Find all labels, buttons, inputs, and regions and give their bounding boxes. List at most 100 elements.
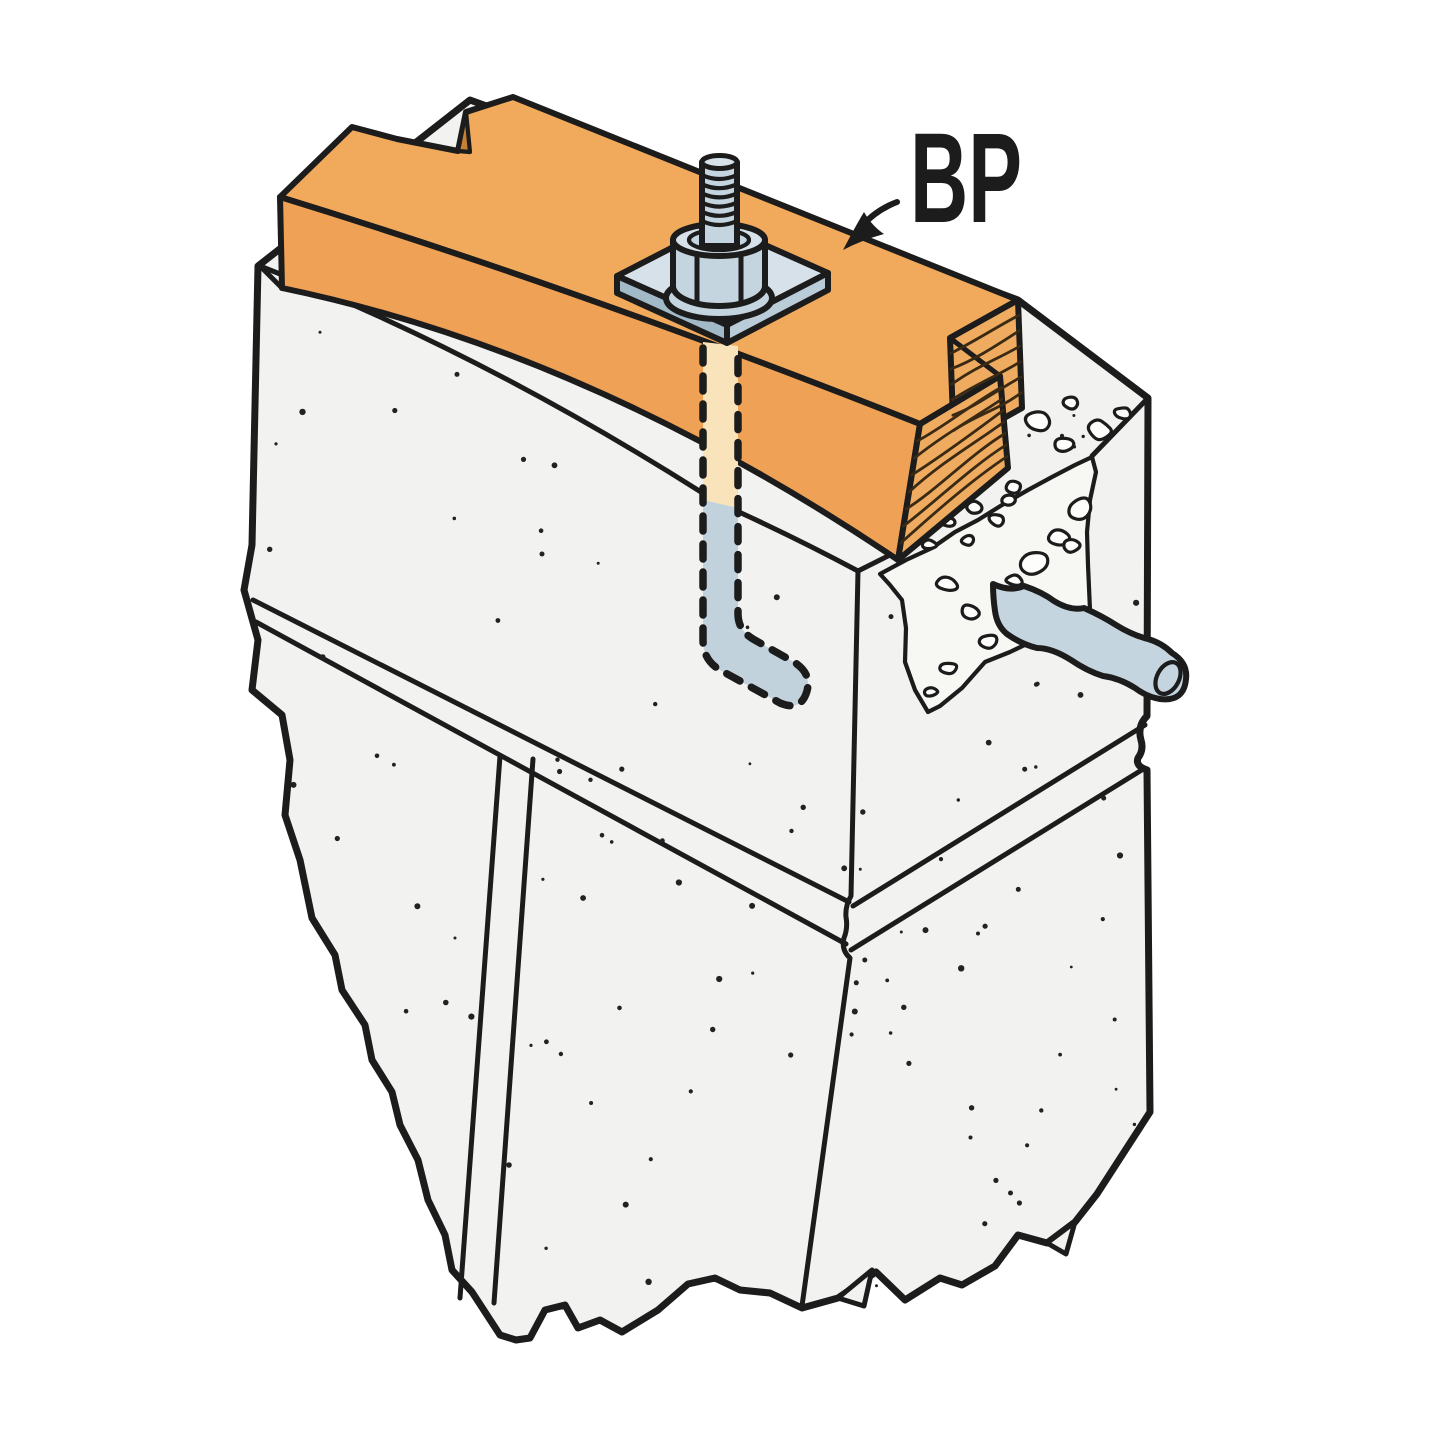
speckle-dot (551, 462, 558, 469)
speckle-dot (599, 832, 605, 838)
speckle-dot (392, 762, 396, 767)
thread-line (699, 172, 740, 182)
speckle-dot (555, 757, 560, 762)
speckle-dot (968, 1135, 973, 1140)
sill-break-sliver (455, 109, 473, 155)
sill-end-grain-lower (895, 373, 1011, 563)
speckle-dot (1132, 1122, 1137, 1127)
speckle-dot (1016, 1200, 1023, 1206)
panel-groove (457, 753, 536, 1306)
speckle-dot (1022, 766, 1028, 772)
speckle-dot (888, 1031, 893, 1035)
speckle-dot (710, 1026, 716, 1033)
band-lower-left (253, 619, 849, 947)
embedded-j-bolt (703, 500, 808, 706)
speckle-dot (520, 456, 527, 462)
speckle-dot (982, 1221, 988, 1227)
speckle-dot (544, 1246, 548, 1251)
speckle-dot (956, 798, 960, 802)
speckle-dot (888, 614, 894, 620)
speckle-dot (1072, 414, 1076, 417)
speckle-dot (858, 867, 862, 871)
speckle-dot (1112, 1017, 1117, 1022)
aggregate-stone (959, 533, 976, 547)
aggregate-stone (1053, 436, 1076, 453)
bp-callout: BP (843, 107, 1022, 250)
speckle-dot (557, 768, 563, 775)
j-bolt-dashed-outline (699, 344, 812, 710)
speckle-dot (849, 1032, 854, 1037)
wall-corner-sliver-edge (257, 263, 285, 291)
speckle-dot (609, 840, 614, 844)
speckle-dot (645, 1278, 652, 1286)
speckle-dot (688, 1089, 693, 1094)
grain-line (915, 386, 1003, 443)
speckle-dot (274, 442, 278, 446)
speckle-dot (906, 1060, 912, 1066)
speckle-dot (1033, 682, 1039, 687)
grain-line (949, 314, 1020, 355)
speckle-dot (862, 957, 868, 963)
speckle-dot (622, 1201, 629, 1208)
thread-line (699, 209, 740, 218)
aggregate-stone (1004, 573, 1024, 587)
speckle-dot (452, 516, 457, 521)
speckle-dot (414, 903, 421, 910)
wall-corner-arris (799, 568, 861, 1309)
speckle-dot (1008, 1190, 1013, 1196)
speckle-dot (541, 877, 545, 881)
speckle-dot (716, 975, 723, 983)
end-grain-lines (899, 314, 1023, 545)
speckle-dot (901, 1004, 907, 1010)
speckle-dot (495, 618, 501, 623)
speckle-dot (958, 965, 965, 972)
speckle-dot (653, 701, 658, 707)
speckle-dot (660, 838, 665, 844)
speckle-dot (589, 1101, 594, 1105)
thread-line (699, 191, 740, 200)
tear-flap-2 (835, 1267, 875, 1309)
speckle-dot (319, 654, 326, 660)
aggregate-stone (1023, 410, 1052, 433)
anchor-bolt-path (699, 342, 812, 710)
speckle-dot (773, 594, 780, 601)
aggregate-stone (1062, 537, 1082, 554)
thread-line (699, 200, 740, 209)
speckle-dot (538, 528, 544, 533)
speckle-dot (993, 1177, 999, 1183)
speckle-dot (539, 551, 545, 557)
tear-flap-1 (1044, 1219, 1078, 1257)
aggregate-stones-top (920, 395, 1133, 551)
speckle-dot (334, 835, 340, 842)
speckle-dot (619, 766, 625, 772)
groove-line-1 (457, 753, 503, 1301)
aggregate-stone (960, 603, 981, 621)
spall-face (877, 454, 1099, 715)
speckle-dot (748, 762, 752, 766)
speckle-dot (851, 1008, 858, 1015)
speckle-dot (875, 1284, 878, 1288)
speckle-dot (267, 546, 273, 552)
speckle-dot (290, 781, 297, 788)
speckle-dot (1039, 1108, 1044, 1113)
speckle-dot (1077, 692, 1084, 698)
aggregate-stone (965, 499, 984, 515)
aggregate-stone (987, 513, 1006, 528)
aggregate-stone (1086, 418, 1113, 442)
groove-line-2 (491, 756, 536, 1306)
grain-line (910, 409, 1005, 477)
speckle-dot (860, 809, 866, 815)
speckle-dot (976, 931, 980, 936)
speckle-dot (982, 923, 988, 929)
speckle-dot (922, 927, 929, 934)
aggregate-stone (977, 633, 999, 650)
speckle-dot (588, 777, 593, 782)
grain-line (949, 329, 1021, 371)
aggregate-stone (1067, 496, 1093, 521)
speckle-dot (800, 804, 806, 810)
speckle-dot (596, 561, 600, 565)
aggregate-stone (1018, 551, 1050, 576)
speckle-dot (1069, 965, 1073, 969)
